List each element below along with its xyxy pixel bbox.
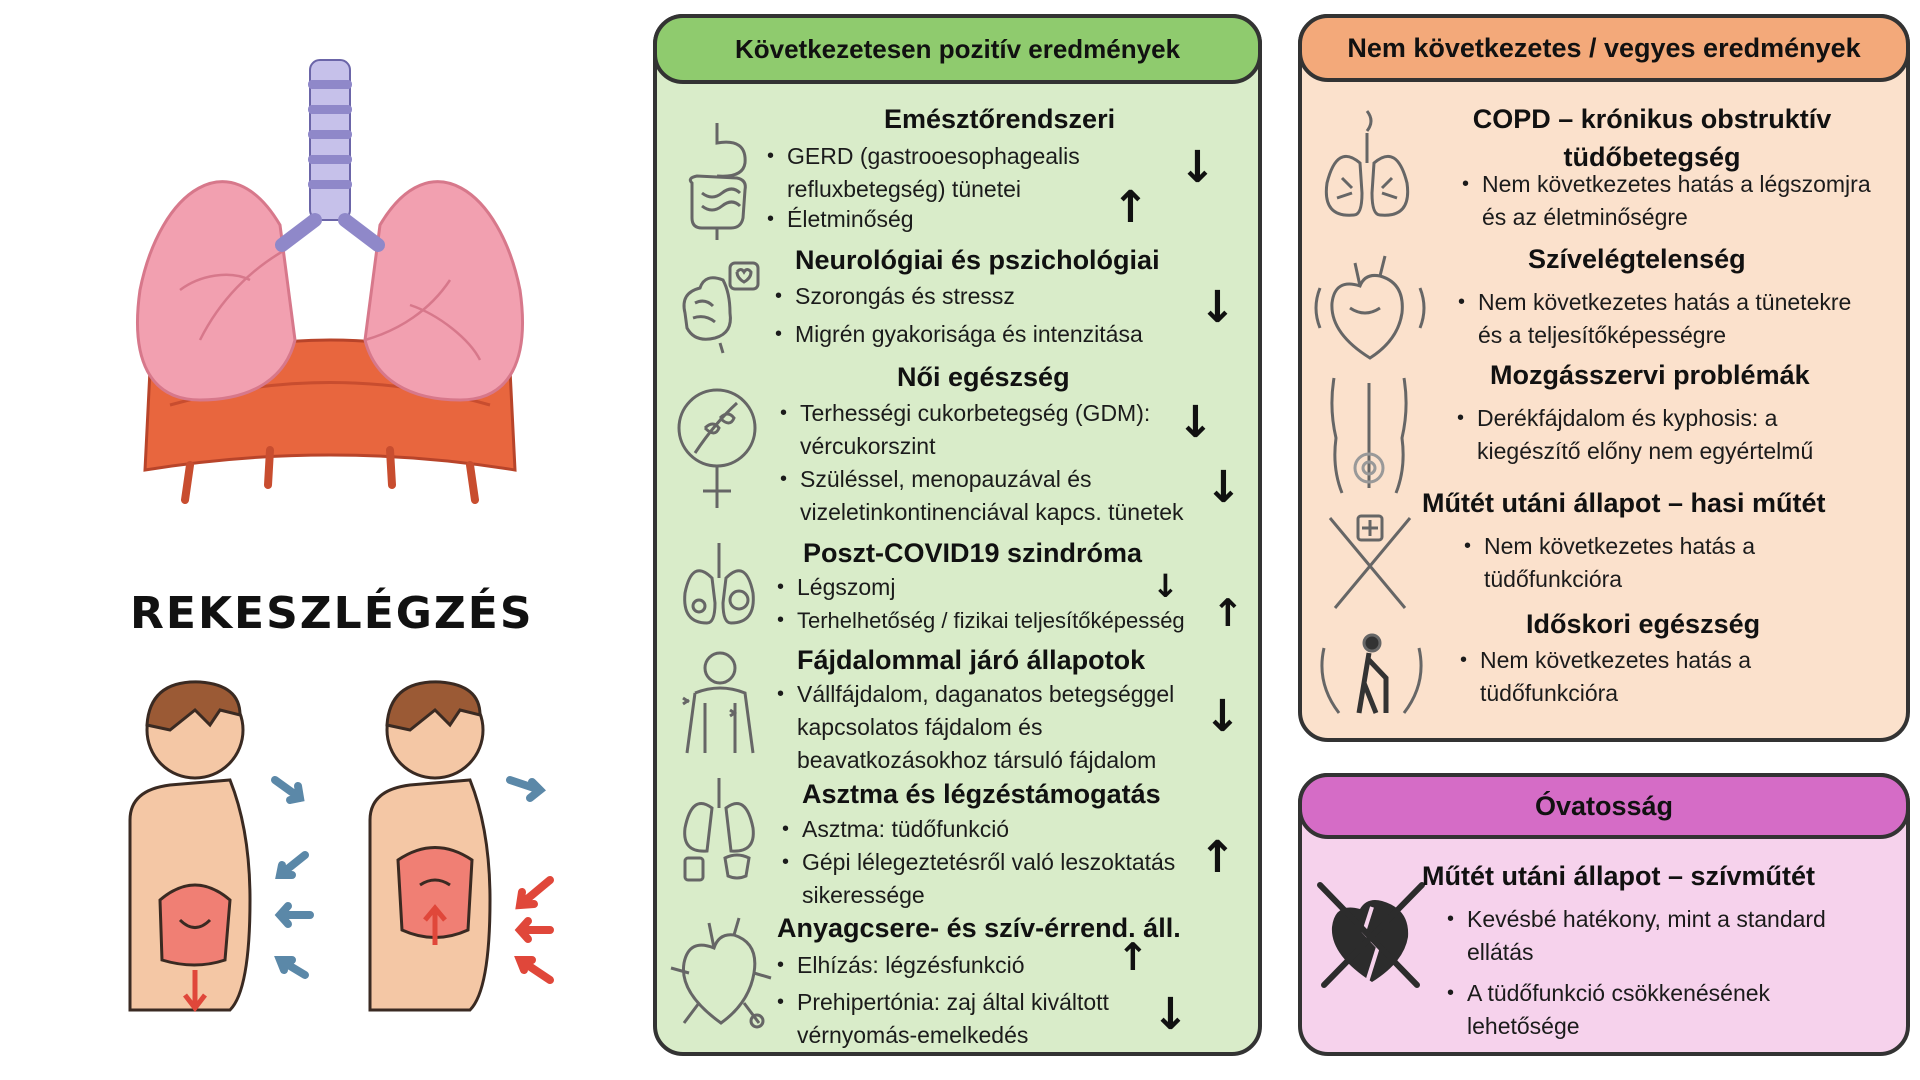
- section-title-metabolic: Anyagcsere- és szív-érrend. áll.: [777, 913, 1181, 943]
- heart-icon: [1310, 248, 1430, 368]
- lungs-virus-icon: [677, 538, 767, 633]
- bullet-quality-of-life: Életminőség: [767, 203, 914, 236]
- section-title-elderly-health: Időskori egészség: [1526, 609, 1761, 639]
- body-pain-icon: [675, 648, 765, 758]
- arrow-down-icon: ↓: [1177, 397, 1214, 448]
- back-pain-icon: [1314, 368, 1424, 498]
- arrow-down-icon: ↓: [1179, 142, 1216, 193]
- section-title-asthma: Asztma és légzéstámogatás: [802, 779, 1161, 809]
- section-title-abdominal-surgery: Műtét utáni állapot – hasi műtét: [1422, 488, 1826, 518]
- positive-results-panel: Következetesen pozitív eredmények Emészt…: [653, 14, 1262, 1056]
- arrow-up-icon: ↑: [1117, 935, 1149, 979]
- smoking-lungs-icon: [1312, 103, 1422, 233]
- arrow-down-icon: ↓: [1199, 282, 1236, 333]
- bullet-elderly-health: Nem következetes hatás a tüdőfunkcióra: [1460, 644, 1860, 710]
- bullet-dyspnea: Légszomj: [777, 571, 896, 604]
- bullet-heart-failure: Nem következetes hatás a tünetekre és a …: [1458, 286, 1878, 352]
- bullet-asthma-lung-function: Asztma: tüdőfunkció: [782, 813, 1009, 846]
- bullet-gdm: Terhességi cukorbetegség (GDM): vércukor…: [780, 397, 1190, 463]
- bullet-migraine: Migrén gyakorisága és intenzitása: [775, 318, 1143, 351]
- arrow-down-icon: ↓: [1205, 462, 1242, 513]
- arrow-down-icon: ↓: [1204, 691, 1241, 742]
- section-title-womens-health: Női egészség: [897, 362, 1070, 392]
- positive-results-header: Következetesen pozitív eredmények: [653, 14, 1262, 84]
- digestive-system-icon: [677, 118, 757, 243]
- bullet-copd: Nem következetes hatás a légszomjra és a…: [1462, 168, 1872, 234]
- arrow-up-icon: ↑: [1112, 182, 1149, 233]
- arrow-up-icon: ↑: [1212, 591, 1244, 635]
- bullet-shoulder-pain: Vállfájdalom, daganatos betegséggel kapc…: [777, 678, 1212, 777]
- bullet-ventilator-weaning: Gépi lélegeztetésről való leszoktatás si…: [782, 846, 1222, 912]
- main-title: REKESZLÉGZÉS: [130, 588, 534, 639]
- lungs-diaphragm-illustration: [136, 59, 524, 504]
- bullet-less-effective: Kevésbé hatékony, mint a standard ellátá…: [1447, 903, 1867, 969]
- section-title-pain: Fájdalommal járó állapotok: [797, 645, 1146, 675]
- elderly-person-icon: [1314, 628, 1429, 723]
- bullet-lung-function-decline: A tüdőfunkció csökkenésének lehetősége: [1447, 977, 1867, 1043]
- section-title-digestive: Emésztőrendszeri: [884, 104, 1116, 134]
- bullet-birth-menopause: Szüléssel, menopauzával és vizeletinkont…: [780, 463, 1220, 529]
- mixed-results-header: Nem következetes / vegyes eredmények: [1298, 14, 1910, 82]
- mixed-results-panel: Nem következetes / vegyes eredmények COP…: [1298, 14, 1910, 742]
- bullet-back-pain: Derékfájdalom és kyphosis: a kiegészítő …: [1457, 402, 1887, 468]
- arrow-down-icon: ↓: [1152, 989, 1189, 1040]
- section-title-musculoskeletal: Mozgásszervi problémák: [1490, 360, 1810, 390]
- breathing-children-illustration: [128, 680, 554, 1013]
- caution-section-title: Műtét utáni állapot – szívműtét: [1422, 861, 1816, 891]
- caution-panel: Óvatosság Műtét utáni állapot – szívműté…: [1298, 773, 1910, 1056]
- caution-header: Óvatosság: [1298, 773, 1910, 839]
- bullet-obesity: Elhízás: légzésfunkció: [777, 949, 1025, 982]
- surgery-scalpels-icon: [1320, 508, 1420, 618]
- bullet-prehypertension: Prehipertónia: zaj által kiváltott vérny…: [777, 986, 1177, 1052]
- arrow-up-icon: ↑: [1199, 832, 1236, 883]
- broken-heart-surgery-icon: [1312, 877, 1432, 997]
- bullet-abdominal-surgery: Nem következetes hatás a tüdőfunkcióra: [1464, 530, 1864, 596]
- section-title-post-covid: Poszt-COVID19 szindróma: [803, 538, 1143, 568]
- female-health-icon: [675, 383, 760, 513]
- bullet-anxiety: Szorongás és stressz: [775, 280, 1015, 313]
- bullet-exercise-capacity: Terhelhetőség / fizikai teljesítőképessé…: [777, 604, 1185, 637]
- heart-vessels-icon: [669, 913, 774, 1038]
- section-title-neuro: Neurológiai és pszichológiai: [795, 245, 1160, 275]
- lungs-inhaler-icon: [677, 773, 762, 883]
- section-title-heart-failure: Szívelégtelenség: [1528, 244, 1746, 274]
- bullet-gerd: GERD (gastrooesophagealis refluxbetegség…: [767, 140, 1117, 206]
- arrow-down-icon: ↓: [1152, 567, 1179, 605]
- brain-heart-icon: [675, 258, 760, 358]
- section-title-copd: COPD – krónikus obstruktív tüdőbetegség: [1472, 104, 1832, 172]
